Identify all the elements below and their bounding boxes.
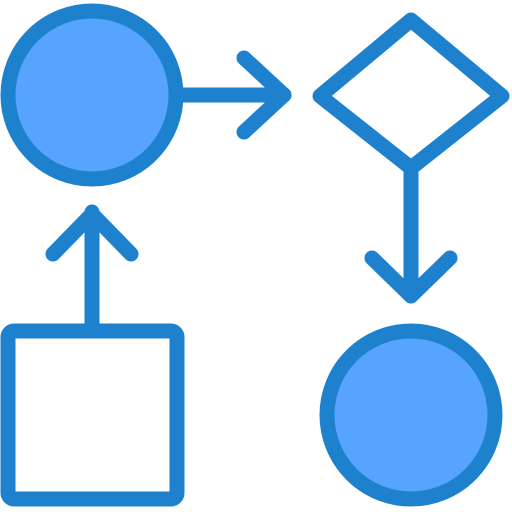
arrow-up-icon (45, 204, 139, 338)
decision-diamond-icon (312, 12, 510, 176)
end-circle-icon (319, 323, 503, 507)
arrow-right-icon (168, 50, 292, 140)
start-circle-icon (0, 3, 184, 187)
process-square-icon (0, 323, 185, 507)
arrow-down-icon (364, 160, 458, 304)
